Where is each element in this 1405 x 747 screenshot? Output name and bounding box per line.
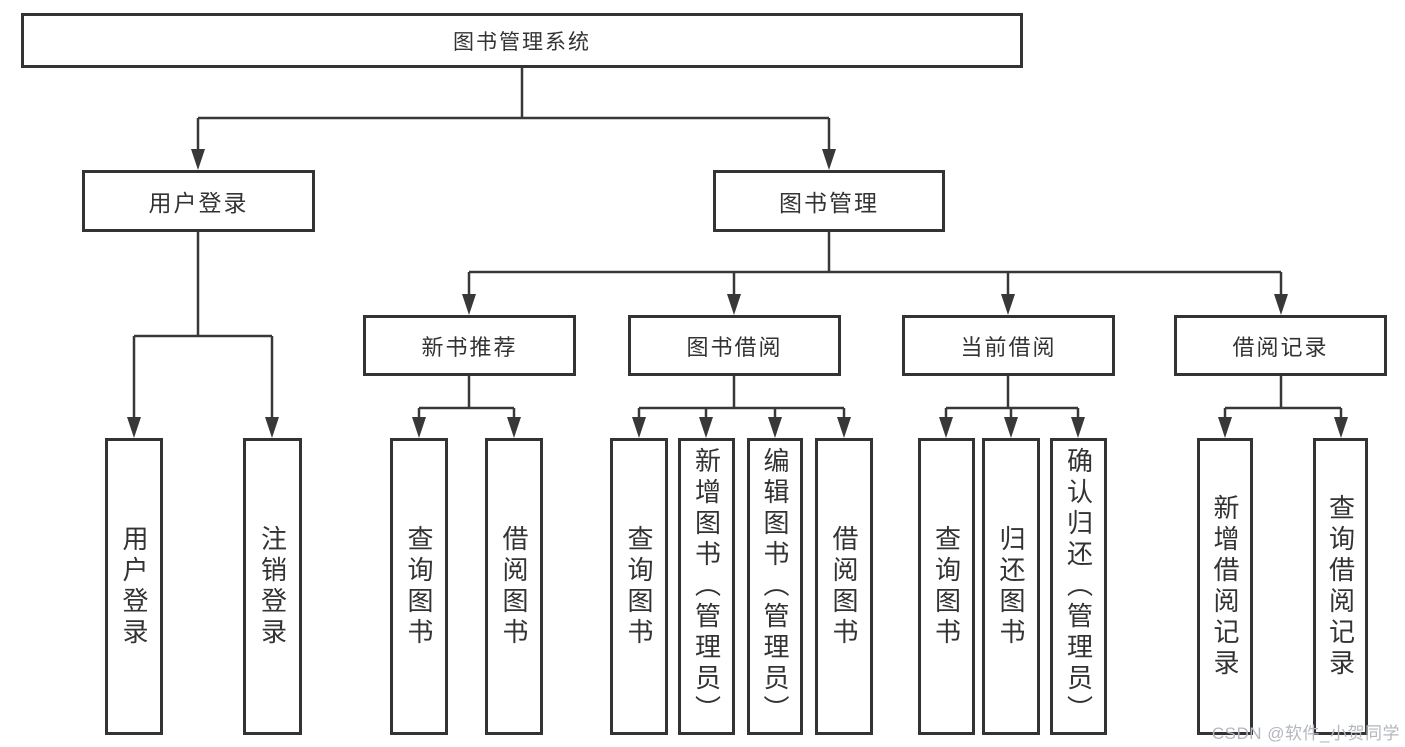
leaf-label: 查询借阅记录 [1325,493,1356,680]
leaf-label: 注销登录 [257,524,288,649]
leaf-label: 查询图书 [624,524,654,649]
leaf-query-books-3: 查询图书 [918,438,975,735]
node-book-management: 图书管理 [713,170,945,232]
node-book-borrow: 图书借阅 [628,315,841,376]
leaf-borrow-books-2: 借阅图书 [815,438,873,735]
leaf-query-books-1: 查询图书 [390,438,448,735]
leaf-return-books: 归还图书 [982,438,1040,735]
leaf-user-login: 用户登录 [105,438,163,735]
node-user-login-label: 用户登录 [148,190,249,216]
leaf-label: 确认归还（管理员） [1063,447,1094,726]
leaf-label: 归还图书 [996,524,1026,649]
leaf-label: 借阅图书 [829,524,859,649]
node-user-login: 用户登录 [82,170,315,232]
node-current-borrow: 当前借阅 [902,315,1115,376]
leaf-label: 用户登录 [119,524,149,649]
node-book-borrow-label: 图书借阅 [686,334,783,360]
node-borrow-records: 借阅记录 [1174,315,1387,376]
leaf-add-books-admin: 新增图书（管理员） [678,438,735,735]
csdn-watermark: CSDN @软件_小贺同学 [1211,724,1400,743]
node-root: 图书管理系统 [21,13,1023,68]
leaf-logout: 注销登录 [243,438,302,735]
leaf-add-borrow-record: 新增借阅记录 [1197,438,1253,735]
leaf-label: 查询图书 [931,524,962,649]
arrowheads [127,149,1348,438]
node-current-borrow-label: 当前借阅 [960,334,1057,360]
node-root-label: 图书管理系统 [453,30,591,54]
leaf-label: 编辑图书（管理员） [760,447,790,726]
leaf-confirm-return-admin: 确认归还（管理员） [1050,438,1107,735]
leaf-label: 借阅图书 [499,524,529,649]
leaf-query-borrow-record: 查询借阅记录 [1313,438,1368,735]
node-borrow-records-label: 借阅记录 [1232,334,1329,360]
leaf-edit-books-admin: 编辑图书（管理员） [747,438,803,735]
node-new-book-recommend-label: 新书推荐 [421,334,518,360]
leaf-query-books-2: 查询图书 [610,438,668,735]
node-new-book-recommend: 新书推荐 [363,315,576,376]
leaf-borrow-books-1: 借阅图书 [485,438,543,735]
node-book-management-label: 图书管理 [779,190,879,216]
leaf-label: 新增借阅记录 [1210,493,1240,680]
leaf-label: 新增图书（管理员） [691,447,722,726]
leaf-label: 查询图书 [404,524,434,649]
